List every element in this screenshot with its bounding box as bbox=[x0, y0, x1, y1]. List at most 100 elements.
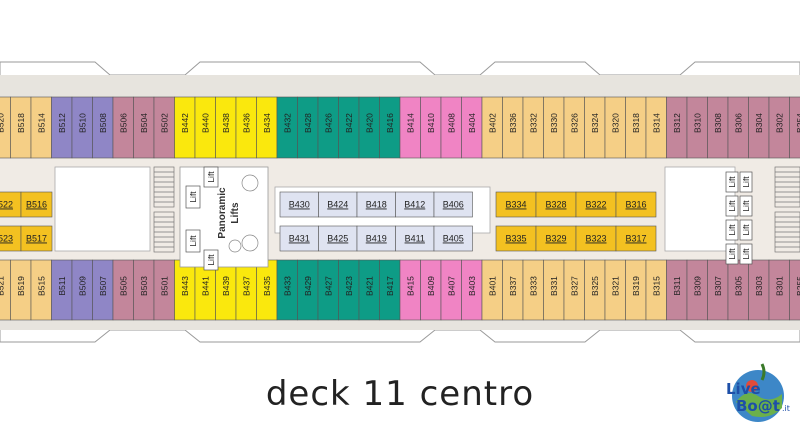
cabin-b422[interactable]: B422 bbox=[338, 96, 360, 159]
cabin-b325[interactable]: B325 bbox=[584, 259, 606, 321]
cabin-b503[interactable]: B503 bbox=[133, 259, 155, 321]
cabin-b412[interactable]: B412 bbox=[395, 191, 435, 218]
cabin-b427[interactable]: B427 bbox=[317, 259, 339, 321]
cabin-b442[interactable]: B442 bbox=[174, 96, 196, 159]
cabin-b416[interactable]: B416 bbox=[379, 96, 401, 159]
cabin-b329[interactable]: B329 bbox=[535, 225, 577, 252]
cabin-b336[interactable]: B336 bbox=[502, 96, 524, 159]
cabin-b254[interactable]: B254 bbox=[789, 96, 800, 159]
cabin-b516[interactable]: B516 bbox=[20, 191, 53, 218]
cabin-b404[interactable]: B404 bbox=[461, 96, 483, 159]
cabin-b401[interactable]: B401 bbox=[481, 259, 503, 321]
cabin-b309[interactable]: B309 bbox=[686, 259, 708, 321]
cabin-b308[interactable]: B308 bbox=[707, 96, 729, 159]
cabin-b322[interactable]: B322 bbox=[575, 191, 617, 218]
cabin-b436[interactable]: B436 bbox=[235, 96, 257, 159]
cabin-b424[interactable]: B424 bbox=[318, 191, 358, 218]
cabin-b501[interactable]: B501 bbox=[153, 259, 175, 321]
cabin-b328[interactable]: B328 bbox=[535, 191, 577, 218]
cabin-b307[interactable]: B307 bbox=[707, 259, 729, 321]
cabin-b314[interactable]: B314 bbox=[645, 96, 667, 159]
cabin-b517[interactable]: B517 bbox=[20, 225, 53, 252]
cabin-b330[interactable]: B330 bbox=[543, 96, 565, 159]
cabin-b302[interactable]: B302 bbox=[768, 96, 790, 159]
cabin-b429[interactable]: B429 bbox=[297, 259, 319, 321]
cabin-b443[interactable]: B443 bbox=[174, 259, 196, 321]
cabin-b418[interactable]: B418 bbox=[356, 191, 396, 218]
cabin-b337[interactable]: B337 bbox=[502, 259, 524, 321]
cabin-b332[interactable]: B332 bbox=[522, 96, 544, 159]
cabin-b518[interactable]: B518 bbox=[10, 96, 32, 159]
cabin-b410[interactable]: B410 bbox=[420, 96, 442, 159]
cabin-b320[interactable]: B320 bbox=[604, 96, 626, 159]
cabin-b523[interactable]: 523 bbox=[0, 225, 22, 252]
cabin-b403[interactable]: B403 bbox=[461, 259, 483, 321]
cabin-b512[interactable]: B512 bbox=[51, 96, 73, 159]
cabin-b425[interactable]: B425 bbox=[318, 225, 358, 252]
cabin-b323[interactable]: B323 bbox=[575, 225, 617, 252]
cabin-b504[interactable]: B504 bbox=[133, 96, 155, 159]
cabin-b315[interactable]: B315 bbox=[645, 259, 667, 321]
cabin-b423[interactable]: B423 bbox=[338, 259, 360, 321]
cabin-b502[interactable]: B502 bbox=[153, 96, 175, 159]
cabin-b508[interactable]: B508 bbox=[92, 96, 114, 159]
cabin-b437[interactable]: B437 bbox=[235, 259, 257, 321]
cabin-b522[interactable]: 522 bbox=[0, 191, 22, 218]
cabin-b321[interactable]: B321 bbox=[604, 259, 626, 321]
cabin-b415[interactable]: B415 bbox=[399, 259, 421, 321]
cabin-b311[interactable]: B311 bbox=[666, 259, 688, 321]
cabin-b333[interactable]: B333 bbox=[522, 259, 544, 321]
cabin-b432[interactable]: B432 bbox=[276, 96, 298, 159]
cabin-b428[interactable]: B428 bbox=[297, 96, 319, 159]
cabin-b304[interactable]: B304 bbox=[748, 96, 770, 159]
cabin-b335[interactable]: B335 bbox=[495, 225, 537, 252]
cabin-b331[interactable]: B331 bbox=[543, 259, 565, 321]
cabin-b433[interactable]: B433 bbox=[276, 259, 298, 321]
cabin-b505[interactable]: B505 bbox=[112, 259, 134, 321]
cabin-b506[interactable]: B506 bbox=[112, 96, 134, 159]
cabin-b438[interactable]: B438 bbox=[215, 96, 237, 159]
cabin-b324[interactable]: B324 bbox=[584, 96, 606, 159]
cabin-b519[interactable]: B519 bbox=[10, 259, 32, 321]
cabin-b419[interactable]: B419 bbox=[356, 225, 396, 252]
cabin-b327[interactable]: B327 bbox=[563, 259, 585, 321]
cabin-b420[interactable]: B420 bbox=[358, 96, 380, 159]
cabin-b439[interactable]: B439 bbox=[215, 259, 237, 321]
cabin-b407[interactable]: B407 bbox=[440, 259, 462, 321]
cabin-b521[interactable]: B521 bbox=[0, 259, 11, 321]
cabin-b319[interactable]: B319 bbox=[625, 259, 647, 321]
cabin-b317[interactable]: B317 bbox=[615, 225, 657, 252]
cabin-b507[interactable]: B507 bbox=[92, 259, 114, 321]
cabin-b326[interactable]: B326 bbox=[563, 96, 585, 159]
cabin-b510[interactable]: B510 bbox=[71, 96, 93, 159]
cabin-b402[interactable]: B402 bbox=[481, 96, 503, 159]
cabin-b306[interactable]: B306 bbox=[727, 96, 749, 159]
cabin-b421[interactable]: B421 bbox=[358, 259, 380, 321]
cabin-b414[interactable]: B414 bbox=[399, 96, 421, 159]
cabin-b312[interactable]: B312 bbox=[666, 96, 688, 159]
cabin-b435[interactable]: B435 bbox=[256, 259, 278, 321]
cabin-b426[interactable]: B426 bbox=[317, 96, 339, 159]
cabin-b318[interactable]: B318 bbox=[625, 96, 647, 159]
cabin-b431[interactable]: B431 bbox=[279, 225, 319, 252]
cabin-b408[interactable]: B408 bbox=[440, 96, 462, 159]
cabin-b509[interactable]: B509 bbox=[71, 259, 93, 321]
cabin-b316[interactable]: B316 bbox=[615, 191, 657, 218]
cabin-b310[interactable]: B310 bbox=[686, 96, 708, 159]
cabin-b301[interactable]: B301 bbox=[768, 259, 790, 321]
cabin-b334[interactable]: B334 bbox=[495, 191, 537, 218]
cabin-b406[interactable]: B406 bbox=[433, 191, 473, 218]
cabin-b255[interactable]: B255 bbox=[789, 259, 800, 321]
cabin-b430[interactable]: B430 bbox=[279, 191, 319, 218]
cabin-b520[interactable]: B520 bbox=[0, 96, 11, 159]
cabin-b417[interactable]: B417 bbox=[379, 259, 401, 321]
cabin-b434[interactable]: B434 bbox=[256, 96, 278, 159]
cabin-b305[interactable]: B305 bbox=[727, 259, 749, 321]
cabin-b411[interactable]: B411 bbox=[395, 225, 435, 252]
cabin-b515[interactable]: B515 bbox=[30, 259, 52, 321]
cabin-b514[interactable]: B514 bbox=[30, 96, 52, 159]
cabin-b440[interactable]: B440 bbox=[194, 96, 216, 159]
cabin-b511[interactable]: B511 bbox=[51, 259, 73, 321]
cabin-b409[interactable]: B409 bbox=[420, 259, 442, 321]
cabin-b405[interactable]: B405 bbox=[433, 225, 473, 252]
